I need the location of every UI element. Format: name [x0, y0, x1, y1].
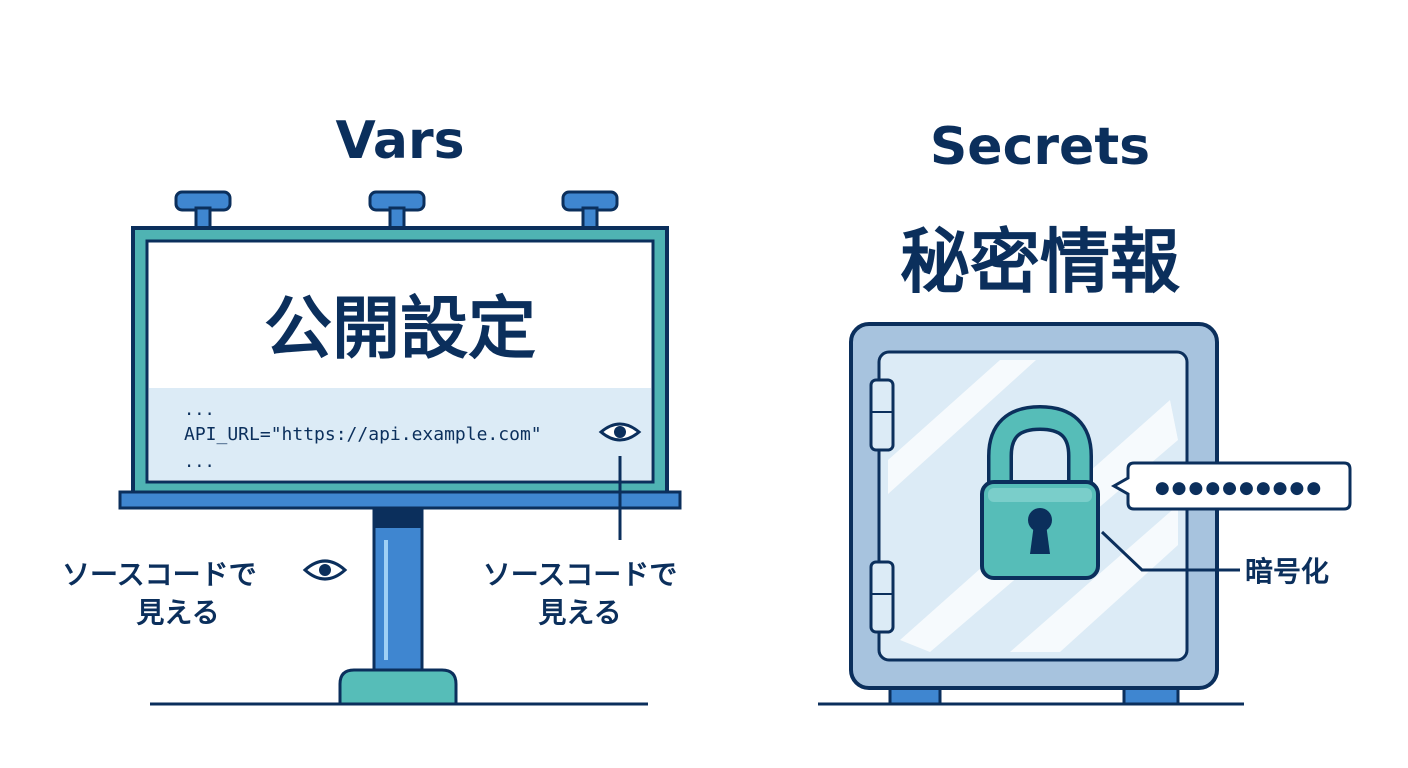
code-area [149, 388, 651, 480]
billboard-heading: 公開設定 [264, 290, 536, 369]
masked-value: ●●●●●●●●●● [1155, 478, 1323, 498]
padlock-icon [980, 404, 1100, 580]
secrets-subtitle: 秘密情報 [900, 221, 1180, 303]
safe-hinge-top [869, 378, 895, 452]
left-note-eye-icon [302, 559, 348, 581]
billboard-base [338, 668, 458, 706]
billboard-pole [372, 504, 424, 680]
encryption-label: 暗号化 [1245, 555, 1329, 588]
billboard-ledge [118, 490, 682, 510]
code-line-2: API_URL="https://api.example.com" [184, 424, 542, 445]
masked-value-callout: ●●●●●●●●●● [1110, 461, 1352, 511]
safe-hinge-bottom [869, 560, 895, 634]
secrets-title: Secrets [930, 117, 1150, 177]
billboard-lamp-2 [368, 190, 426, 230]
secrets-section: Secrets 秘密情報 [818, 117, 1352, 706]
billboard-lamp-3 [561, 190, 619, 230]
vars-title: Vars [335, 111, 464, 171]
right-note-line2: 見える [538, 596, 621, 629]
code-line-1: ... [184, 400, 215, 420]
vars-section: Vars 公開設定 [62, 111, 682, 706]
left-note-line1: ソースコードで [62, 558, 257, 591]
eye-icon [598, 422, 642, 442]
right-note-line1: ソースコードで [483, 558, 678, 591]
code-line-3: ... [184, 452, 215, 472]
billboard-lamps [174, 190, 619, 230]
billboard-lamp-1 [174, 190, 232, 230]
left-note-line2: 見える [136, 596, 219, 629]
encryption-pointer-line [1100, 530, 1240, 572]
